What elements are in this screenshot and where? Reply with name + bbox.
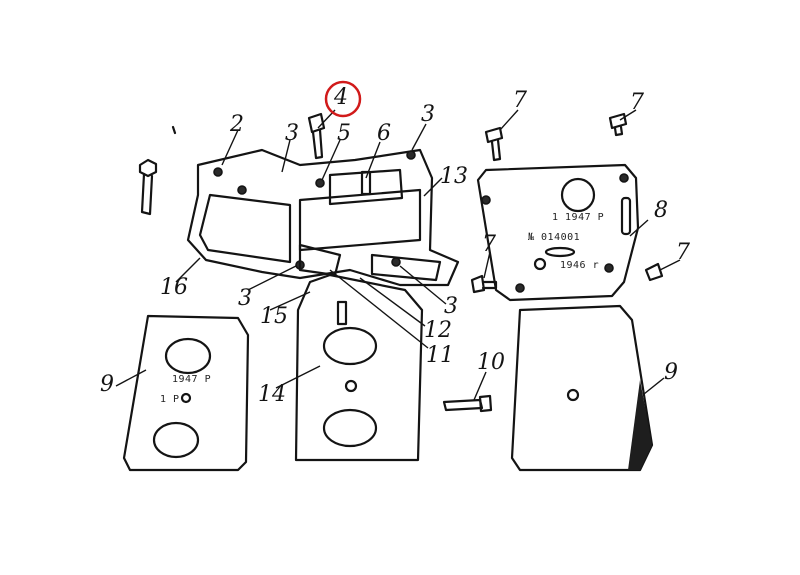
part-label-6: 6: [377, 121, 391, 146]
plate-marking-line3: 1946 r: [560, 260, 599, 271]
left-grip-part-9: [122, 314, 250, 472]
pin-part: [138, 125, 177, 216]
screw-part-4: [307, 112, 326, 160]
part-label-16: 16: [160, 275, 188, 300]
screw-part-7-a: [484, 126, 504, 162]
part-label-9: 9: [664, 360, 678, 385]
part-label-8: 8: [654, 198, 668, 223]
highlight-circle: [324, 80, 362, 118]
screw-part-7-d: [644, 262, 664, 282]
leader-lines: [115, 109, 681, 401]
part-label-10: 10: [477, 350, 505, 375]
screw-part-7-c: [470, 274, 498, 294]
part-label-15: 15: [260, 304, 288, 329]
screw-part-10: [442, 394, 493, 413]
part-label-7: 7: [513, 88, 527, 113]
part-label-14: 14: [258, 382, 286, 407]
plate-marking-line2: № 014001: [528, 232, 580, 243]
grip-marking-line1: 1947 P: [172, 374, 211, 385]
cover-plate-part-8: [476, 163, 640, 302]
part-label-11: 11: [426, 343, 454, 368]
part-label-3: 3: [238, 286, 252, 311]
part-label-4: 4: [334, 85, 348, 110]
part-label-3: 3: [421, 102, 435, 127]
part-label-12: 12: [424, 318, 452, 343]
part-label-5: 5: [337, 121, 351, 146]
grip-marking-line2: 1 P: [160, 394, 180, 405]
part-label-9: 9: [100, 372, 114, 397]
screw-part-7-b: [608, 112, 628, 137]
part-label-7: 7: [676, 240, 690, 265]
part-label-7: 7: [630, 90, 644, 115]
part-label-3: 3: [444, 294, 458, 319]
part-label-13: 13: [440, 164, 468, 189]
part-label-7: 7: [482, 232, 496, 257]
part-label-3: 3: [285, 121, 299, 146]
plate-marking-line1: 1 1947 P: [552, 212, 604, 223]
right-grip-part-9: [510, 304, 654, 472]
center-plate-part-14: [294, 273, 424, 462]
frame-part-16: [186, 148, 460, 287]
part-label-2: 2: [230, 112, 244, 137]
